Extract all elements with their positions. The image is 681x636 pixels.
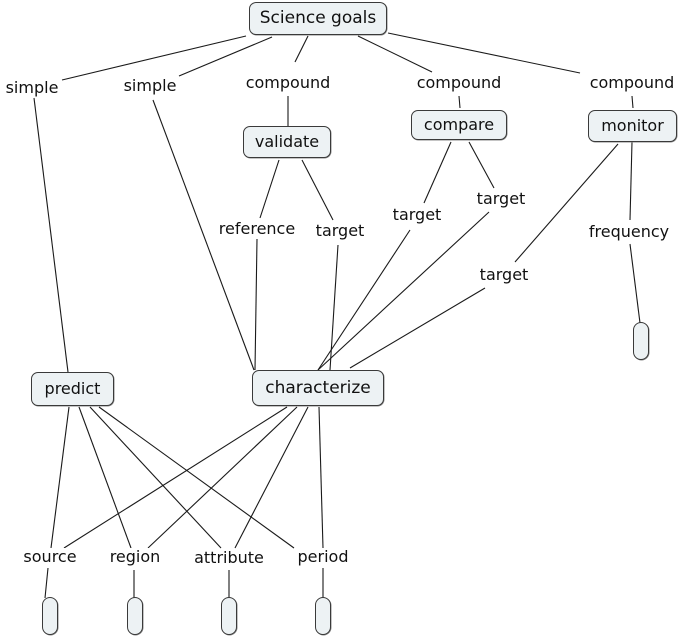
connector-line [468, 141, 495, 189]
link-label-source: source [22, 547, 78, 566]
link-label-target: target [478, 265, 530, 284]
connector-line [259, 159, 280, 219]
node-monitor[interactable]: monitor [588, 110, 677, 142]
empty-node-attribute[interactable] [221, 597, 237, 635]
node-science-goals[interactable]: Science goals [249, 2, 387, 35]
connector-line [357, 35, 433, 73]
connector-line [514, 143, 619, 263]
link-label-target: target [475, 189, 527, 208]
connector-line [631, 95, 634, 109]
node-characterize[interactable]: characterize [252, 370, 384, 406]
link-label-compound: compound [415, 73, 503, 92]
connector-line [294, 35, 309, 63]
connector-line [423, 141, 452, 204]
connector-line [234, 406, 309, 549]
connector-line [318, 406, 324, 549]
link-label-simple: simple [122, 76, 178, 95]
link-label-target: target [314, 221, 366, 240]
connector-line [317, 229, 411, 371]
node-validate[interactable]: validate [243, 126, 331, 158]
connector-line [329, 244, 339, 371]
connector-line [387, 32, 581, 74]
link-label-target: target [391, 205, 443, 224]
connector-line [254, 238, 258, 371]
link-label-period: period [296, 547, 350, 566]
connector-line [89, 406, 222, 549]
empty-node-frequency[interactable] [633, 322, 649, 360]
connector-line [44, 567, 49, 599]
connector-line [301, 159, 334, 221]
link-label-compound: compound [244, 73, 332, 92]
connector-line [629, 141, 633, 221]
empty-node-period[interactable] [315, 597, 331, 635]
connector-line [61, 35, 247, 81]
connector-line [63, 406, 288, 549]
node-compare[interactable]: compare [411, 110, 507, 140]
connector-line [458, 95, 461, 109]
link-label-simple: simple [4, 78, 60, 97]
connector-line [152, 99, 255, 371]
connector-line [178, 36, 273, 77]
link-label-reference: reference [217, 219, 297, 238]
connector-line [147, 406, 298, 549]
link-label-frequency: frequency [587, 222, 671, 241]
connector-line [33, 97, 69, 373]
connector-line [78, 406, 132, 549]
node-predict[interactable]: predict [31, 372, 114, 406]
empty-node-region[interactable] [127, 597, 143, 635]
link-label-attribute: attribute [193, 548, 265, 567]
connector-line [98, 406, 295, 549]
connector-line [349, 287, 486, 369]
link-label-region: region [108, 547, 162, 566]
empty-node-source[interactable] [42, 597, 58, 635]
connector-line [317, 211, 490, 371]
connector-line [50, 406, 70, 549]
connector-line [629, 243, 641, 324]
link-label-compound: compound [588, 73, 676, 92]
